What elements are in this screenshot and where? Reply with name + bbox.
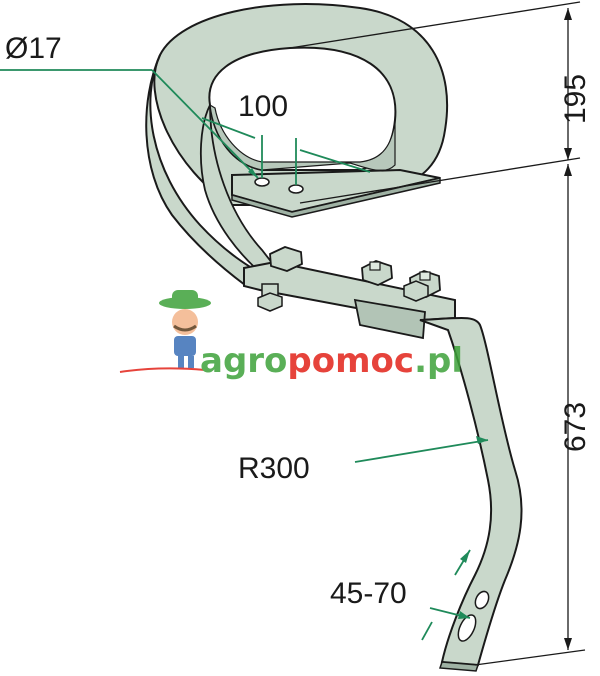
adjust-hole-upper	[474, 590, 490, 610]
svg-text:agropomoc.pl: agropomoc.pl	[200, 341, 463, 381]
upper-height-label: 195	[559, 74, 592, 124]
mounting-plate-edge	[231, 177, 441, 218]
total-height-label: 673	[559, 402, 592, 452]
adjust-range-label: 45-70	[330, 577, 407, 610]
hole-diameter-label: Ø17	[5, 32, 62, 65]
tine-shank	[419, 316, 523, 667]
leader-lines	[0, 69, 489, 641]
spring-inner-band	[199, 104, 278, 276]
clamp-block	[353, 298, 426, 340]
watermark-brand-3: .pl	[414, 341, 463, 381]
radius-label: R300	[238, 452, 310, 485]
bolt-left	[257, 246, 303, 312]
leader-arrows	[248, 168, 488, 619]
farmer-mascot-icon	[159, 290, 211, 368]
bolt-middle	[361, 260, 393, 286]
watermark-brand-1: agro	[200, 341, 287, 381]
mounting-hole-right	[288, 184, 304, 194]
watermark: agropomoc.pl	[119, 290, 463, 381]
adjust-hole-lower	[457, 614, 477, 642]
tine-tip-edge	[438, 661, 480, 672]
mounting-hole-left	[254, 177, 270, 187]
hole-spacing-label: 100	[238, 90, 288, 123]
dimension-arrows	[564, 8, 572, 650]
watermark-brand-2: pomoc	[287, 341, 414, 381]
dimension-lines	[289, 1, 586, 666]
bolt-right	[403, 270, 441, 302]
